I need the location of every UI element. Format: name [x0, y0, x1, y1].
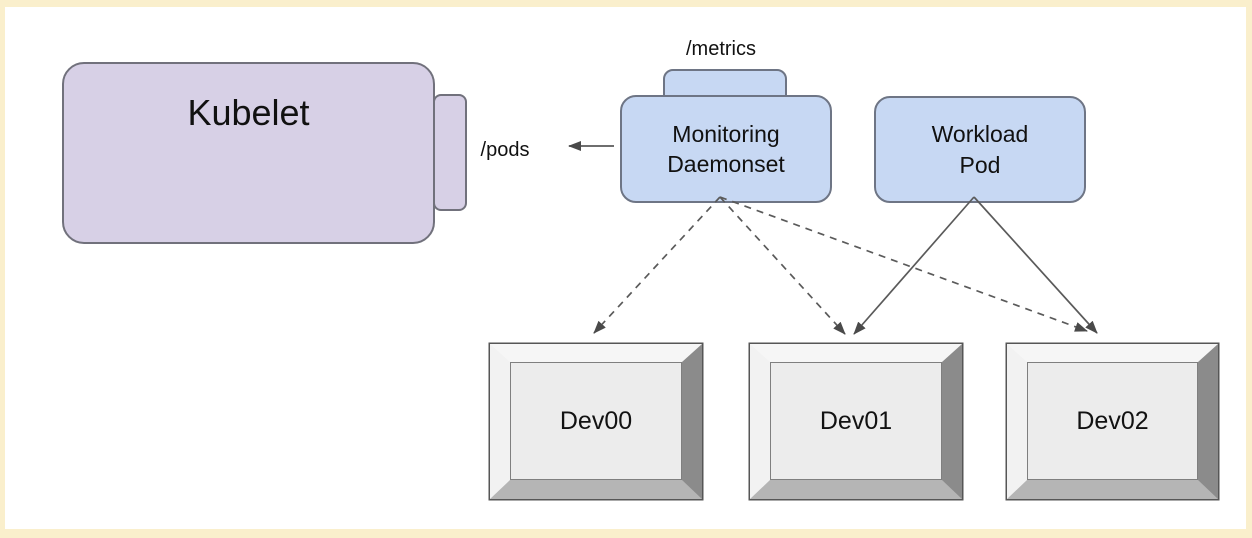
diagram-canvas: Kubelet Monitoring Daemonset Workload Po… — [5, 7, 1246, 529]
workload-label-line2: Pod — [959, 151, 1001, 178]
monitoring-label-line2: Daemonset — [667, 151, 785, 177]
node-dev00: Dev00 — [490, 344, 702, 499]
pods-endpoint-label: /pods — [480, 139, 530, 161]
monitoring-label-line1: Monitoring — [672, 120, 780, 147]
workload-label-line1: Workload — [931, 121, 1029, 148]
node-dev01: Dev01 — [750, 344, 962, 499]
dev01-label: Dev01 — [819, 406, 893, 435]
node-monitoring-daemonset: Monitoring Daemonset — [620, 95, 832, 203]
node-kubelet: Kubelet — [62, 62, 435, 244]
node-dev02: Dev02 — [1007, 344, 1218, 499]
kubelet-side-tab — [433, 94, 467, 211]
metrics-endpoint-label: /metrics — [686, 38, 756, 60]
dev00-label: Dev00 — [559, 406, 633, 435]
node-workload-pod: Workload Pod — [874, 96, 1086, 203]
dev02-label: Dev02 — [1076, 406, 1149, 435]
kubelet-label: Kubelet — [187, 92, 310, 133]
